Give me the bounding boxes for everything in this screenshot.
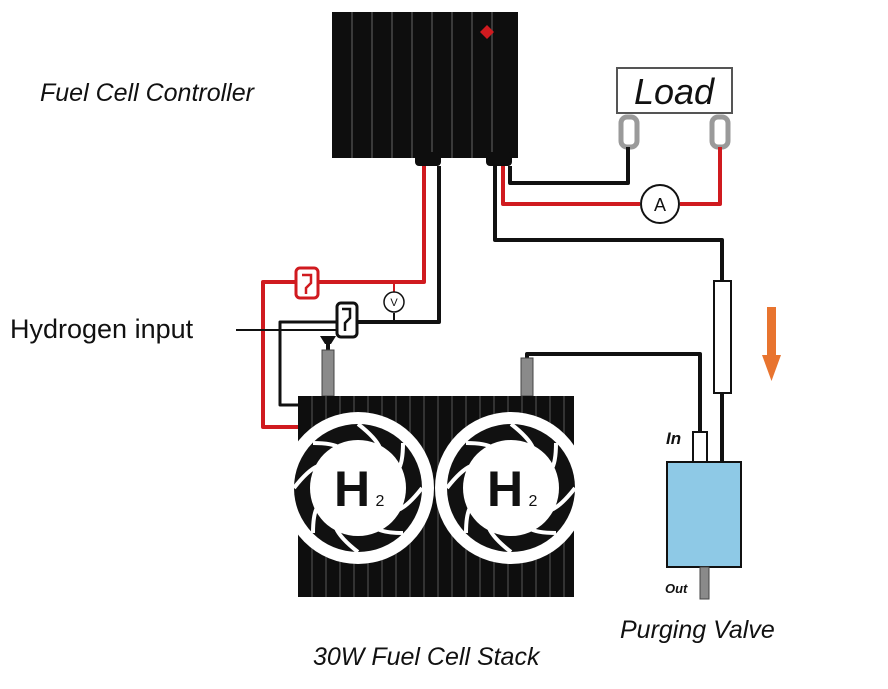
- terminal-icon: [294, 266, 320, 300]
- status-led: [480, 25, 494, 39]
- h2-subscript-right: 2: [529, 493, 538, 510]
- voltmeter-icon: V: [383, 291, 405, 313]
- valve-inlet: [692, 431, 708, 463]
- ammeter-icon: A: [640, 184, 680, 224]
- h2-fan-icon: H 2: [280, 410, 436, 566]
- load-box: Load: [616, 67, 733, 114]
- purge-tube: [713, 280, 732, 394]
- controller-label: Fuel Cell Controller: [40, 79, 256, 107]
- load-terminal-right: [709, 114, 731, 150]
- purging-valve: [666, 431, 742, 600]
- h2-subscript-left: 2: [376, 493, 385, 510]
- valve-outlet: [699, 566, 710, 600]
- hydrogen-solenoid-valve: [320, 301, 359, 350]
- stack-outlet-tube: [520, 357, 534, 397]
- valve-in-label: In: [666, 429, 681, 448]
- load-terminal-left: [618, 114, 640, 150]
- stack-label: 30W Fuel Cell Stack: [313, 643, 541, 671]
- voltmeter-label: V: [390, 297, 398, 309]
- hydrogen-input-label: Hydrogen input: [10, 314, 194, 344]
- load-label: Load: [634, 71, 715, 112]
- ammeter-label: A: [654, 195, 666, 215]
- h2-fan-icon: H 2: [433, 410, 589, 566]
- h2-symbol-right: H: [487, 461, 523, 517]
- valve-out-label: Out: [665, 581, 688, 596]
- flow-arrow-down-icon: [762, 307, 781, 381]
- fuel-cell-controller-box: [332, 12, 518, 166]
- h2-symbol-left: H: [334, 461, 370, 517]
- purging-valve-label: Purging Valve: [620, 616, 775, 644]
- stack-inlet-tube: [321, 349, 335, 397]
